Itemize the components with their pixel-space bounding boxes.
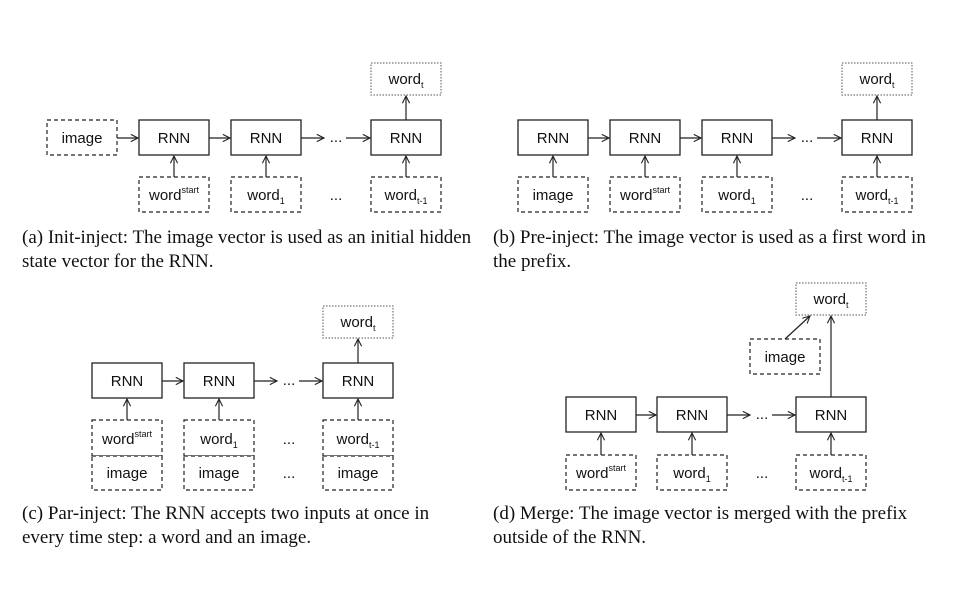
word-t-minus-1-label: wordt-1 (335, 431, 379, 450)
output-word-label: wordt (339, 314, 376, 333)
word-1-label: word1 (246, 187, 285, 206)
rnn-label: RNN (815, 407, 848, 424)
ellipsis: ... (283, 465, 296, 482)
rnn-label: RNN (390, 130, 423, 147)
word-start-label: wordstart (101, 429, 153, 448)
word-1-label: word1 (717, 187, 756, 206)
image-label: image (765, 349, 806, 366)
rnn-label: RNN (537, 130, 570, 147)
image-label: image (199, 465, 240, 482)
ellipsis: ... (283, 372, 296, 389)
output-word-label: wordt (387, 71, 424, 90)
ellipsis: ... (801, 129, 814, 146)
word-start-label: wordstart (619, 185, 671, 204)
caption-merge: (d) Merge: The image vector is merged wi… (493, 503, 908, 548)
image-label: image (533, 187, 574, 204)
ellipsis: ... (330, 187, 343, 204)
diagram-init-inject: image RNN RNN RNN ... wordt wordstart wo… (46, 62, 442, 213)
word-1-label: word1 (199, 431, 238, 450)
word-1-label: word1 (672, 465, 711, 484)
ellipsis: ... (756, 406, 769, 423)
rnn-label: RNN (585, 407, 618, 424)
word-t-minus-1-label: wordt-1 (854, 187, 898, 206)
diagram-merge: RNN RNN RNN ... wordt image wordstart wo… (565, 282, 867, 491)
output-word-label: wordt (858, 71, 895, 90)
word-t-minus-1-label: wordt-1 (383, 187, 427, 206)
rnn-label: RNN (629, 130, 662, 147)
ellipsis: ... (283, 431, 296, 448)
output-word-label: wordt (812, 291, 849, 310)
ellipsis: ... (330, 129, 343, 146)
caption-init-inject: (a) Init-inject: The image vector is use… (22, 227, 472, 272)
ellipsis: ... (756, 465, 769, 482)
caption-par-inject: (c) Par-inject: The RNN accepts two inpu… (22, 503, 430, 548)
rnn-label: RNN (721, 130, 754, 147)
rnn-label: RNN (676, 407, 709, 424)
word-start-label: wordstart (575, 463, 627, 482)
caption-pre-inject: (b) Pre-inject: The image vector is used… (493, 227, 926, 272)
rnn-label: RNN (861, 130, 894, 147)
image-label: image (62, 130, 103, 147)
rnn-label: RNN (158, 130, 191, 147)
word-t-minus-1-label: wordt-1 (808, 465, 852, 484)
rnn-label: RNN (203, 373, 236, 390)
rnn-label: RNN (342, 373, 375, 390)
image-label: image (338, 465, 379, 482)
word-start-label: wordstart (148, 185, 200, 204)
diagram-par-inject: RNN RNN RNN ... wordt wordstart word1 ..… (91, 305, 394, 491)
image-label: image (107, 465, 148, 482)
diagram-pre-inject: RNN RNN RNN RNN ... wordt image wordstar… (517, 62, 913, 213)
rnn-label: RNN (111, 373, 144, 390)
ellipsis: ... (801, 187, 814, 204)
rnn-label: RNN (250, 130, 283, 147)
